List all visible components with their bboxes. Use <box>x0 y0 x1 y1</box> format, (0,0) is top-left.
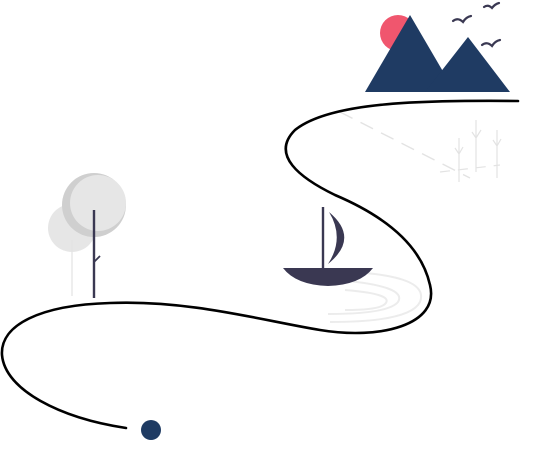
faint-small-trees <box>454 120 502 182</box>
boat-hull <box>283 268 373 286</box>
tree-icon <box>48 173 126 298</box>
tree-foliage-highlight <box>70 175 126 231</box>
mountain-left <box>365 15 455 92</box>
bird-icon <box>480 38 502 48</box>
faint-guide-lines <box>339 111 501 179</box>
water-ripples <box>327 271 423 323</box>
boat-sail <box>328 212 345 264</box>
dashed-guide-line <box>339 111 471 179</box>
bird-icon <box>482 1 501 10</box>
bird-icon <box>451 14 473 24</box>
ripple <box>329 271 423 323</box>
ripple <box>344 289 388 311</box>
faint-tree-icon <box>454 138 464 182</box>
dashed-guide-line-2 <box>439 164 501 173</box>
faint-tree-icon <box>471 120 482 172</box>
mountains-icon <box>365 15 510 92</box>
sailboat-icon <box>283 207 373 286</box>
birds-icon <box>451 1 502 48</box>
ripple <box>327 279 401 315</box>
path-end-dot-icon <box>141 420 161 440</box>
winding-path <box>0 99 520 430</box>
mountain-right <box>425 37 510 92</box>
faint-tree-icon <box>492 130 502 178</box>
tree-branch <box>93 255 101 263</box>
